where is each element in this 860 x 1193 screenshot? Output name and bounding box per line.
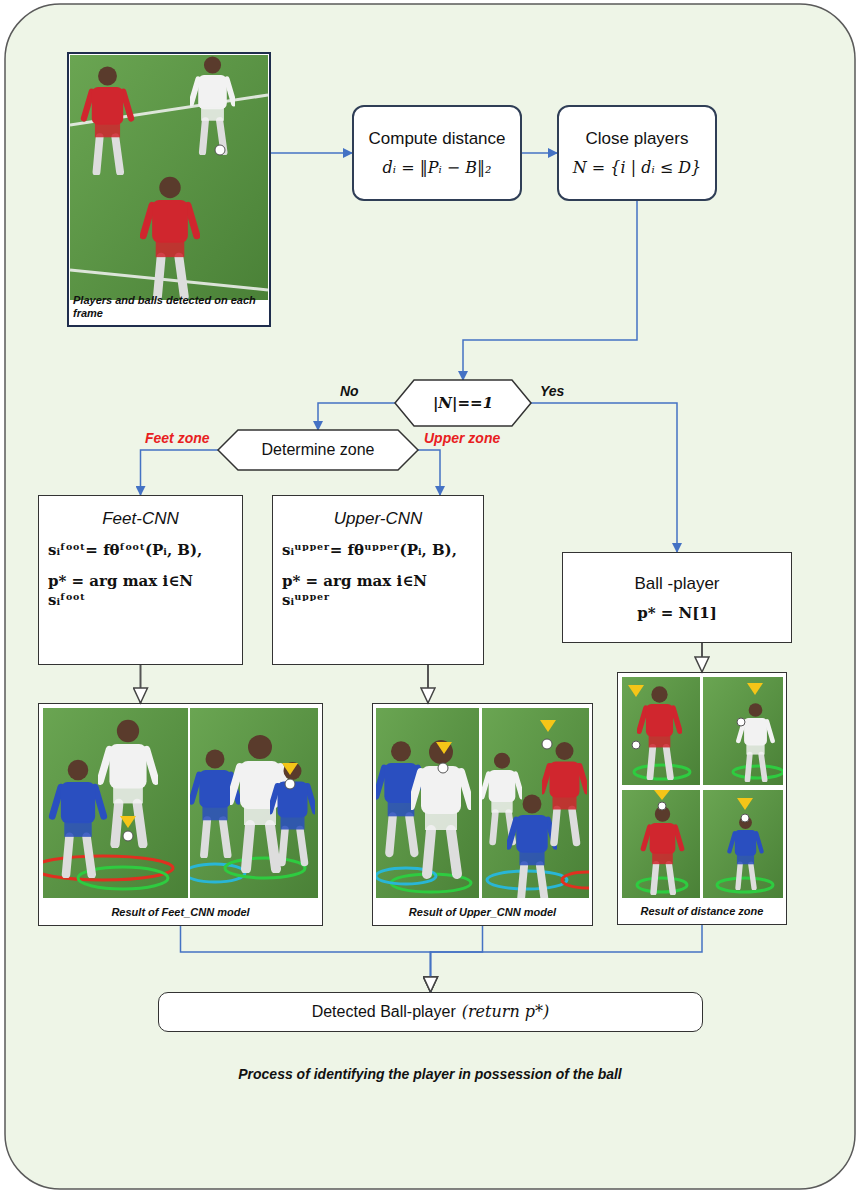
figure-caption: Process of identifying the player in pos… [0,1066,860,1082]
node-text: Feet-CNN [102,508,179,529]
connector-arrow [318,403,395,430]
edge-label: No [340,383,359,400]
model-box: Feet-CNN sᵢᶠᵒᵒᵗ= fθᶠᵒᵒᵗ(Pᵢ, B), p* = arg m… [38,495,243,665]
result-photo [33,708,188,898]
node-text: sᵢᶠᵒᵒᵗ= fθᶠᵒᵒᵗ(Pᵢ, B), [48,541,202,560]
output-box: Detected Ball-player (return p*) [158,992,703,1032]
connector-arrow [418,450,440,495]
connector-arrow [271,152,352,154]
edge-label: Upper zone [424,430,500,447]
result-photo [622,677,700,785]
result-photo [703,677,783,785]
result-photo [376,708,479,898]
connector-arrow [431,925,703,992]
process-box: Close players N = {i | dᵢ ≤ D} [557,105,717,201]
node-text: Result of Feet_CNN model [111,906,249,920]
node-text: Result of Upper_CNN model [409,906,556,920]
connector-arrow [531,403,677,552]
node-text: Detected Ball-player [312,1002,456,1022]
node-text: Close players [586,128,689,149]
connector-arrow [701,643,703,672]
node-text: Players and balls detected on each frame [73,294,265,322]
node-text: |N|==1 [433,394,493,413]
connector-arrow [522,152,557,154]
edge-label: Feet zone [145,430,210,447]
node-text: Result of distance zone [641,905,764,919]
result-photo [185,708,318,898]
node-text: Determine zone [262,440,375,460]
node-text: (return p*) [462,1002,550,1022]
decision-hexagon: Determine zone [218,430,418,470]
result-panel: Result of Upper_CNN model [372,703,593,926]
node-text: p* = N[1] [637,604,717,623]
connector-arrow [181,926,431,992]
node-text: Upper-CNN [334,508,423,529]
result-panel: Result of distance zone [617,672,787,925]
node-text: sᵢᵘᵖᵖᵉʳ= fθᵘᵖᵖᵉʳ(Pᵢ, B), [282,541,457,560]
connector-arrow [463,201,637,380]
process-box: Compute distance dᵢ = ‖Pᵢ − B‖₂ [352,105,522,201]
result-photo [703,790,783,898]
connector-arrow [431,926,483,992]
node-text: dᵢ = ‖Pᵢ − B‖₂ [383,158,492,178]
decision-hexagon: |N|==1 [395,380,531,426]
result-photo [622,790,700,898]
edge-label: Yes [540,383,564,400]
process-box: Ball -player p* = N[1] [562,552,792,643]
model-box: Upper-CNN sᵢᵘᵖᵖᵉʳ= fθᵘᵖᵖᵉʳ(Pᵢ, B), p* = ar… [272,495,484,665]
frame-photo [70,55,268,300]
connector-arrow [140,665,142,703]
node-text: N = {i | dᵢ ≤ D} [573,158,701,178]
outer-panel [5,4,855,1189]
node-text: Ball -player [634,573,719,594]
result-panel: Result of Feet_CNN model [38,703,323,926]
node-text: Compute distance [368,128,505,149]
connector-arrow [427,665,429,703]
node-text: p* = arg max i∈N sᵢᵘᵖᵖᵉʳ [282,572,474,610]
photo-panel: Players and balls detected on each frame [67,52,271,327]
connector-arrow [141,450,219,495]
node-text: p* = arg max i∈N sᵢᶠᵒᵒᵗ [48,572,233,610]
